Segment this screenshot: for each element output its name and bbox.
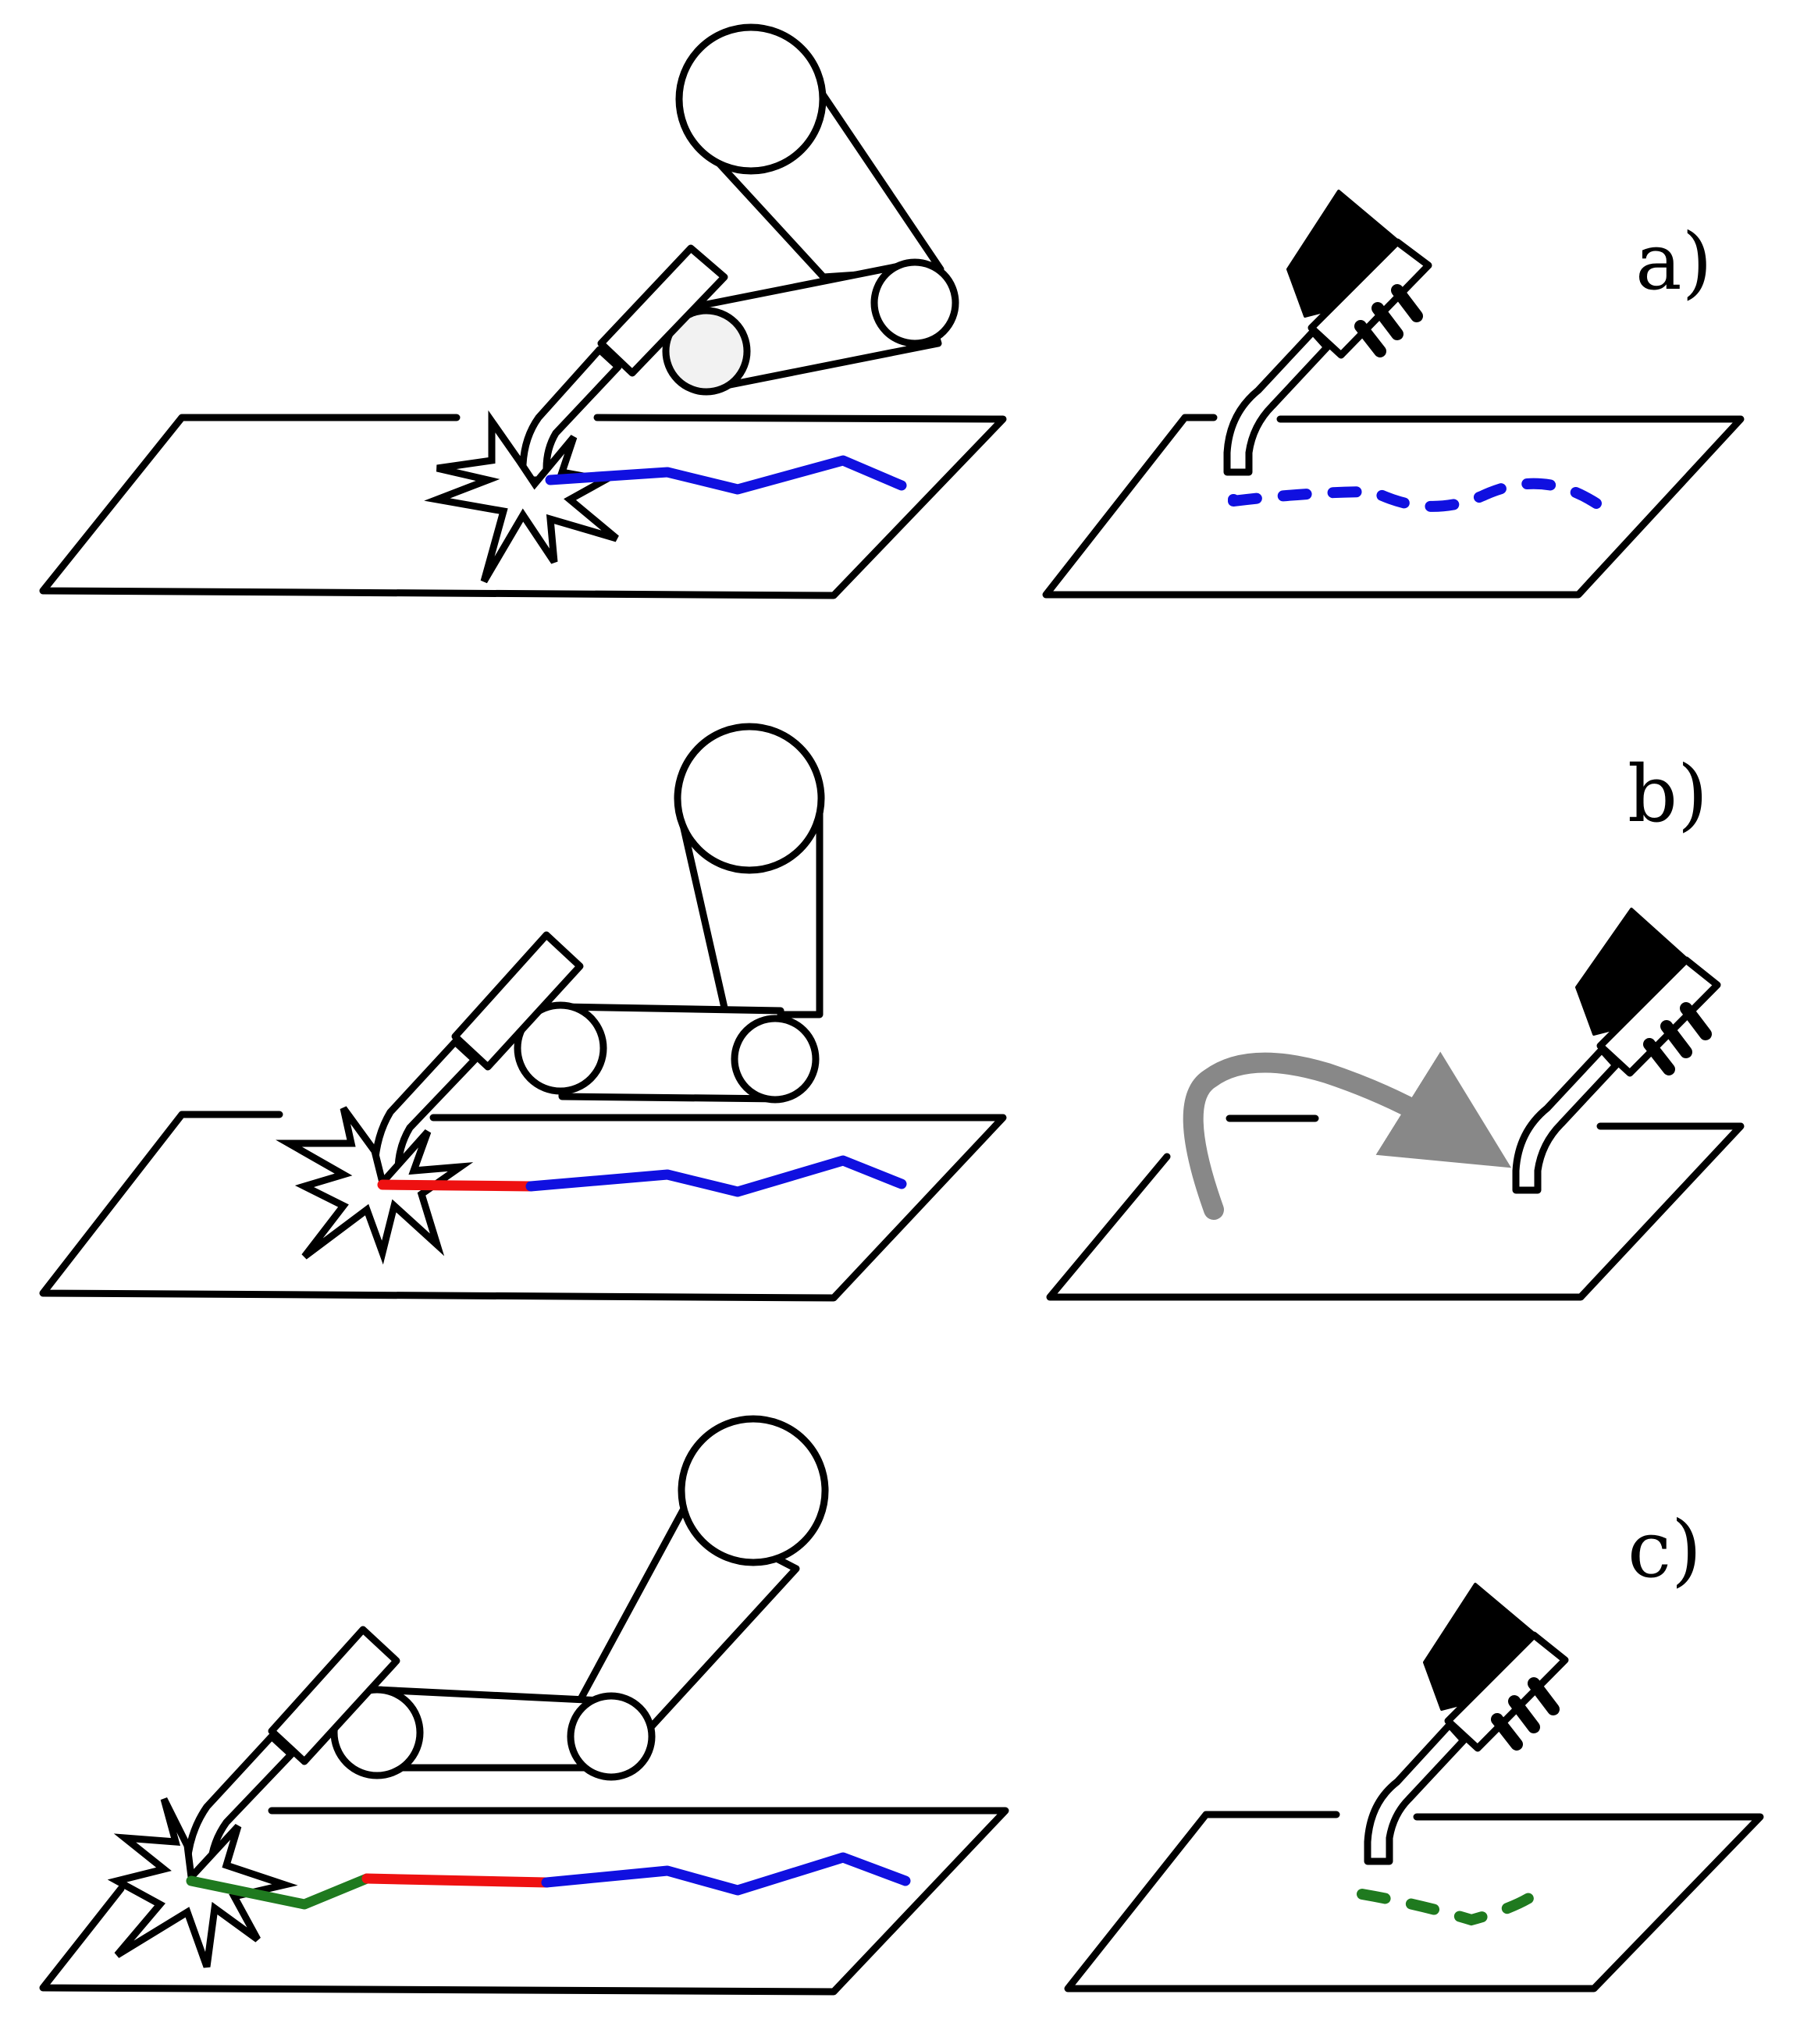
robot-arm-icon <box>519 23 959 484</box>
panel-label: a) <box>1635 216 1713 307</box>
curved-arrow-icon <box>1183 1051 1512 1220</box>
seam-welded <box>525 1155 907 1197</box>
laser-scanner-icon <box>1512 908 1721 1194</box>
scan-plate <box>1042 414 1745 599</box>
panel-label: c) <box>1628 1504 1702 1595</box>
scan-plate <box>1046 1114 1745 1301</box>
scanned-path <box>1357 1889 1539 1926</box>
panel-label: b) <box>1628 748 1708 840</box>
seam-mid <box>361 1873 552 1888</box>
robot-arm-icon <box>371 723 825 1190</box>
seam-new <box>186 1873 372 1910</box>
panel-b: b) <box>39 723 1745 1302</box>
seam-new <box>377 1179 536 1192</box>
workpiece-plate <box>39 414 1007 599</box>
spark-icon <box>276 1106 474 1265</box>
seam-welded <box>545 455 907 495</box>
robot-arm-icon <box>183 1415 829 1885</box>
panel-c: c) <box>39 1415 1764 1996</box>
workpiece-plate <box>39 1111 1007 1302</box>
laser-scanner-icon <box>1223 190 1432 476</box>
seam-welded <box>541 1852 911 1896</box>
laser-scanner-icon <box>1364 1583 1569 1865</box>
panel-a: a) <box>39 23 1745 599</box>
scanned-path <box>1228 478 1602 512</box>
scan-plate <box>1064 1811 1764 1992</box>
workpiece-plate <box>39 1807 1009 1996</box>
